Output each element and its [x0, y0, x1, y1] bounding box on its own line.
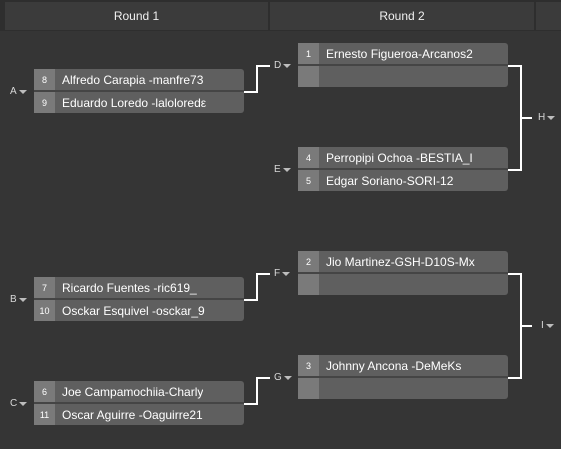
- player-name: Oscar Aguirre -Oaguirre21: [62, 407, 203, 422]
- bracket-connector: [508, 273, 522, 275]
- match-label-text: E: [274, 164, 281, 175]
- match-e[interactable]: 4 Perropipi Ochoa -BESTIA_I 5 Edgar Sori…: [298, 147, 508, 191]
- seed-number: [298, 66, 319, 87]
- match-a-player-1[interactable]: 8 Alfredo Carapia -manfre73: [34, 69, 244, 90]
- dropdown-arrow-icon: [547, 115, 556, 120]
- bracket-connector: [520, 117, 532, 119]
- bracket-connector: [508, 377, 522, 379]
- match-label-text: A: [10, 86, 17, 97]
- match-b[interactable]: 7 Ricardo Fuentes -ric619_ 10 Osckar Esq…: [34, 277, 244, 321]
- dropdown-arrow-icon: [19, 401, 28, 406]
- match-a[interactable]: 8 Alfredo Carapia -manfre73 9 Eduardo Lo…: [34, 69, 244, 113]
- dropdown-arrow-icon: [283, 375, 292, 380]
- match-d-label[interactable]: D: [274, 60, 292, 71]
- slot-divider: [34, 298, 244, 300]
- bracket-connector: [520, 325, 532, 327]
- seed-number: 2: [298, 251, 319, 272]
- seed-number: 8: [34, 69, 55, 90]
- seed-number: 6: [34, 381, 55, 402]
- seed-number: 7: [34, 277, 55, 298]
- seed-number: 3: [298, 355, 319, 376]
- seed-number: [298, 274, 319, 295]
- round-1-header: Round 1: [5, 2, 268, 30]
- match-f-player-2[interactable]: [298, 274, 508, 295]
- match-label-text: F: [274, 268, 281, 279]
- seed-number: 1: [298, 43, 319, 64]
- bracket-connector: [256, 273, 270, 275]
- match-d-player-1[interactable]: 1 Ernesto Figueroa-Arcanos2: [298, 43, 508, 64]
- bracket-connector: [244, 91, 258, 93]
- dropdown-arrow-icon: [282, 167, 291, 172]
- match-g-player-2[interactable]: [298, 378, 508, 399]
- match-d[interactable]: 1 Ernesto Figueroa-Arcanos2: [298, 43, 508, 87]
- match-h-label[interactable]: H: [538, 112, 556, 123]
- seed-number: 9: [34, 92, 55, 113]
- match-label-text: H: [538, 112, 546, 123]
- match-i-label[interactable]: I: [541, 320, 554, 331]
- match-c-player-2[interactable]: 11 Oscar Aguirre -Oaguirre21: [34, 404, 244, 425]
- player-name: Eduardo Loredo -laloloredε: [62, 95, 207, 110]
- match-a-player-2[interactable]: 9 Eduardo Loredo -laloloredε: [34, 92, 244, 113]
- match-f-label[interactable]: F: [274, 268, 291, 279]
- bracket-connector: [256, 273, 258, 301]
- dropdown-arrow-icon: [18, 89, 27, 94]
- dropdown-arrow-icon: [18, 297, 27, 302]
- bracket-connector: [256, 65, 270, 67]
- match-g-player-1[interactable]: 3 Johnny Ancona -DeMeKs: [298, 355, 508, 376]
- dropdown-arrow-icon: [283, 63, 292, 68]
- bracket-connector: [244, 299, 258, 301]
- match-g[interactable]: 3 Johnny Ancona -DeMeKs: [298, 355, 508, 399]
- bracket-connector: [256, 377, 270, 379]
- match-f-player-1[interactable]: 2 Jio Martinez-GSH-D10S-Mx: [298, 251, 508, 272]
- bracket-connector: [244, 403, 258, 405]
- seed-number: 5: [298, 170, 319, 191]
- slot-divider: [298, 376, 508, 378]
- match-d-player-2[interactable]: [298, 66, 508, 87]
- player-name: Johnny Ancona -DeMeKs: [326, 358, 462, 373]
- player-name: Perropipi Ochoa -BESTIA_I: [326, 150, 473, 165]
- match-c-label[interactable]: C: [10, 398, 28, 409]
- player-name: Ernesto Figueroa-Arcanos2: [326, 46, 473, 61]
- player-name: Ricardo Fuentes -ric619_: [62, 280, 197, 295]
- match-c-player-1[interactable]: 6 Joe Campamochiia-Charly: [34, 381, 244, 402]
- slot-divider: [298, 272, 508, 274]
- match-label-text: D: [274, 60, 282, 71]
- bracket-connector: [508, 169, 522, 171]
- player-name: Edgar Soriano-SORI-12: [326, 173, 454, 188]
- slot-divider: [298, 168, 508, 170]
- bracket-connector: [508, 65, 522, 67]
- round-2-header: Round 2: [270, 2, 534, 30]
- match-e-label[interactable]: E: [274, 164, 291, 175]
- match-label-text: C: [10, 398, 18, 409]
- match-label-text: G: [274, 372, 282, 383]
- seed-number: 11: [34, 404, 55, 425]
- match-e-player-1[interactable]: 4 Perropipi Ochoa -BESTIA_I: [298, 147, 508, 168]
- seed-number: [298, 378, 319, 399]
- slot-divider: [34, 90, 244, 92]
- bracket-connector: [256, 65, 258, 93]
- player-name: Osckar Esquivel -osckar_9: [62, 303, 205, 318]
- match-e-player-2[interactable]: 5 Edgar Soriano-SORI-12: [298, 170, 508, 191]
- match-label-text: I: [541, 320, 544, 331]
- match-c[interactable]: 6 Joe Campamochiia-Charly 11 Oscar Aguir…: [34, 381, 244, 425]
- round-3-header: [536, 2, 561, 30]
- match-b-player-1[interactable]: 7 Ricardo Fuentes -ric619_: [34, 277, 244, 298]
- player-name: Joe Campamochiia-Charly: [62, 384, 204, 399]
- match-b-player-2[interactable]: 10 Osckar Esquivel -osckar_9: [34, 300, 244, 321]
- bracket-connector: [256, 377, 258, 405]
- seed-number: 10: [34, 300, 55, 321]
- match-f[interactable]: 2 Jio Martinez-GSH-D10S-Mx: [298, 251, 508, 295]
- seed-number: 4: [298, 147, 319, 168]
- match-a-label[interactable]: A: [10, 86, 27, 97]
- match-b-label[interactable]: B: [10, 294, 27, 305]
- match-g-label[interactable]: G: [274, 372, 292, 383]
- dropdown-arrow-icon: [282, 271, 291, 276]
- player-name: Jio Martinez-GSH-D10S-Mx: [326, 254, 475, 269]
- slot-divider: [298, 64, 508, 66]
- player-name: Alfredo Carapia -manfre73: [62, 72, 204, 87]
- slot-divider: [34, 402, 244, 404]
- match-label-text: B: [10, 294, 17, 305]
- dropdown-arrow-icon: [545, 323, 554, 328]
